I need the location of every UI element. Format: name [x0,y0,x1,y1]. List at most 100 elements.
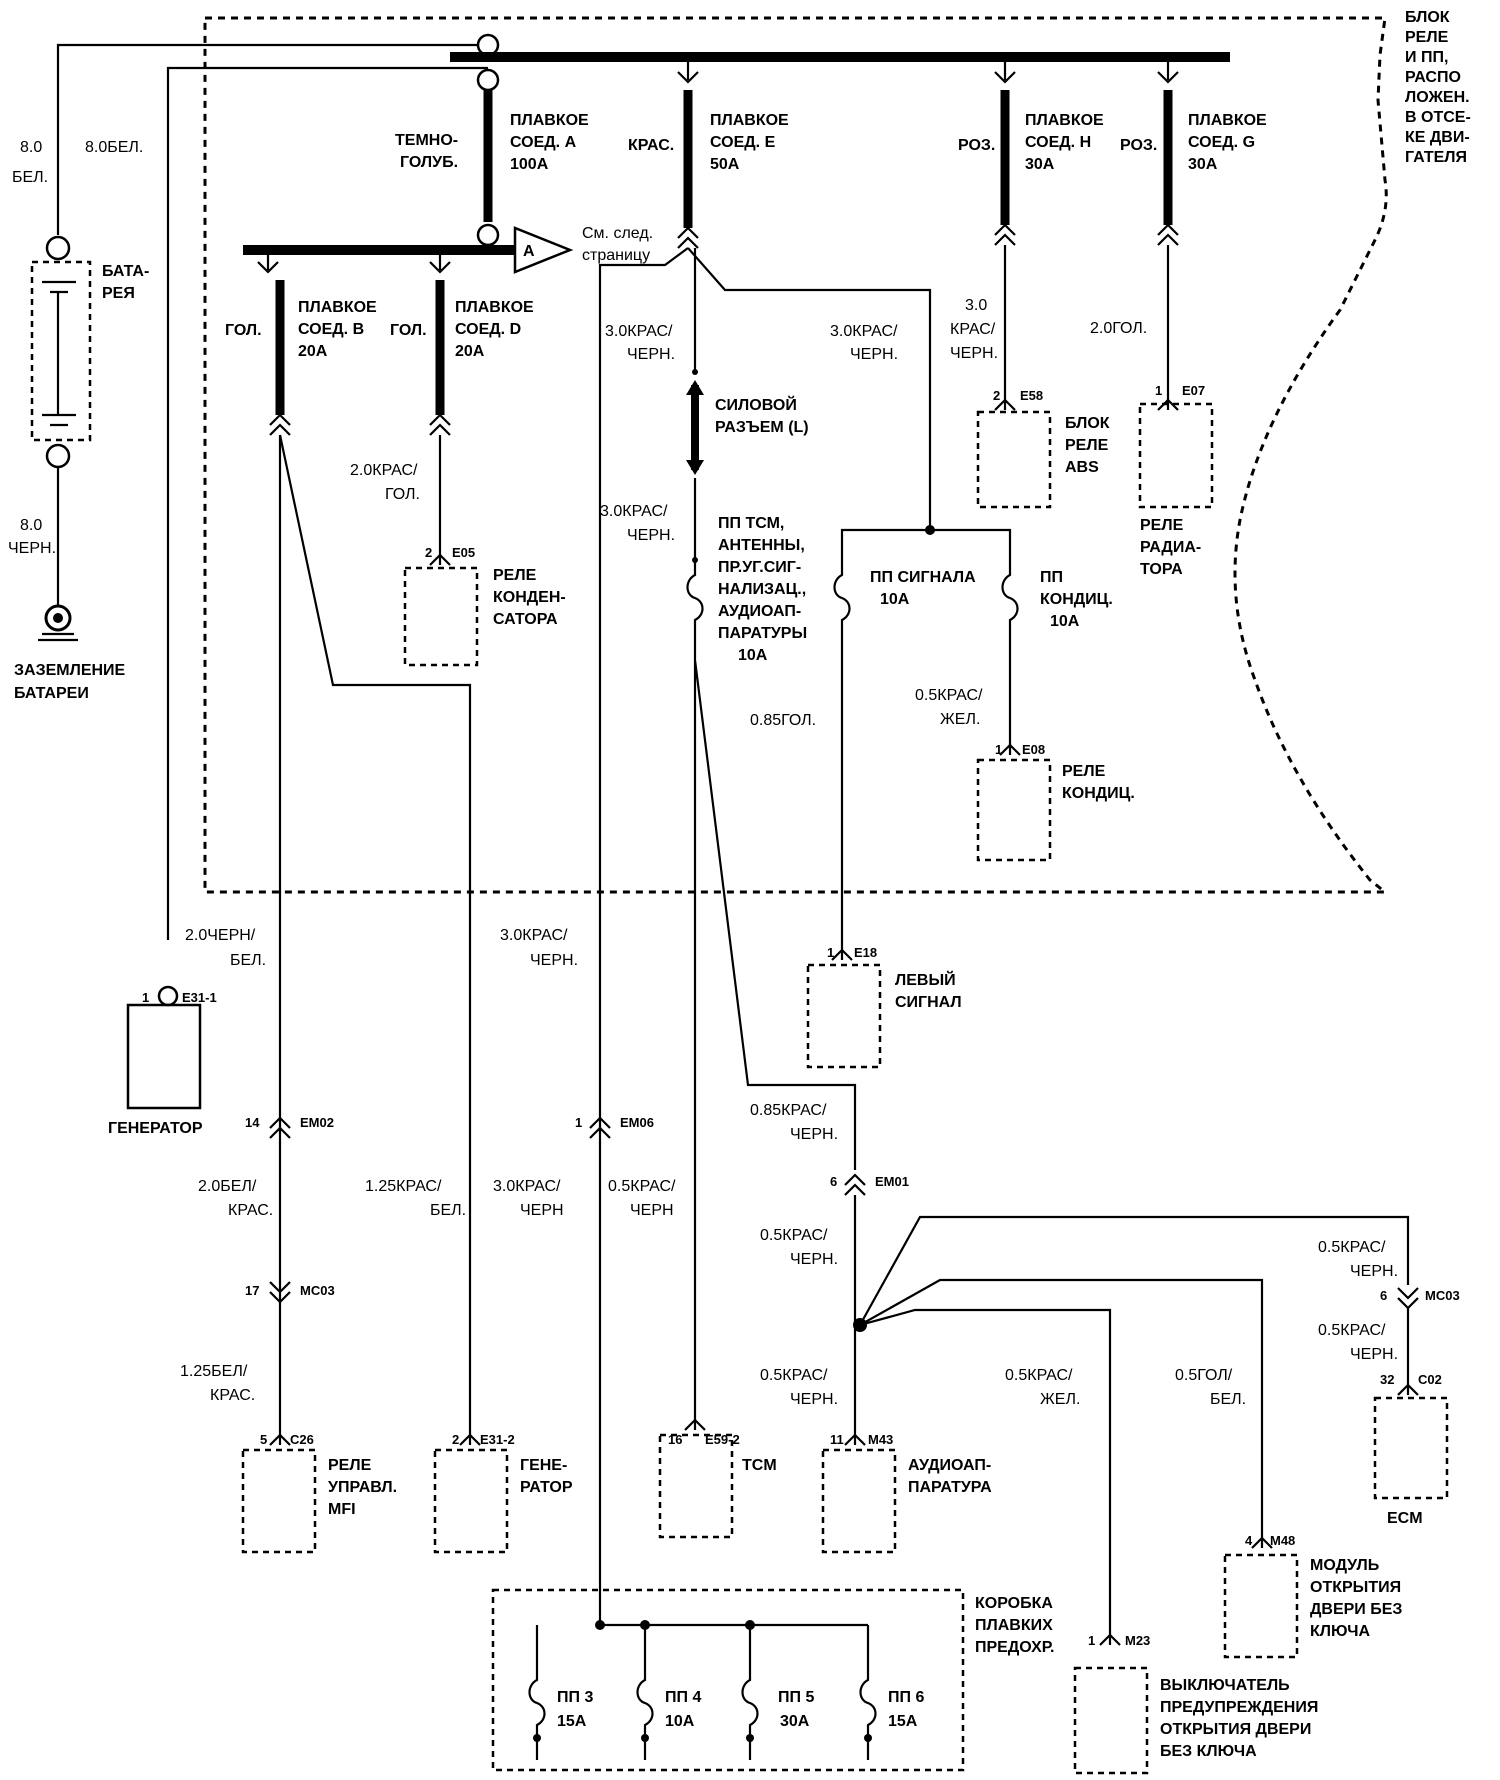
wire-sig-out-label: 0.85ГОЛ. [750,712,816,729]
component-m23 [1073,1633,1149,1775]
fusible-link-e-label: ПЛАВКОЕ СОЕД. Е 50A [710,112,793,173]
e05-pin: 2 [425,545,432,560]
c02-label: ECM [1387,1510,1423,1527]
c26-pin: 5 [260,1432,267,1447]
m43-label: АУДИОАП- ПАРАТУРА [908,1457,996,1496]
fusible-link-d-label: ПЛАВКОЕ СОЕД. D 20A [455,299,538,360]
wire-em02-mc03-label: 2.0БЕЛ/ КРАС. [198,1178,273,1219]
component-m48 [1223,1536,1299,1659]
fusible-link-e-color: КРАС. [628,137,674,154]
m23-code: M23 [1125,1633,1150,1648]
component-e59-2 [658,1418,734,1539]
wire-d-label: 2.0КРАС/ ГОЛ. [350,462,422,503]
wire-b-to-generator [278,434,472,1445]
mc03-right-pin: 6 [1380,1288,1387,1303]
fuse-pp6 [859,1625,877,1760]
fuse-pp4-label: ПП 4 10A [665,1689,706,1730]
wire-m43-label: 0.5КРАС/ ЧЕРН. [760,1367,838,1408]
wire-m23-label: 0.5КРАС/ ЖЕЛ. [1005,1367,1080,1408]
fuse-ac [1001,560,1019,755]
m48-label: МОДУЛЬ ОТКРЫТИЯ ДВЕРИ БЕЗ КЛЮЧА [1310,1557,1407,1640]
e05-code: E05 [452,545,475,560]
m23-label: ВЫКЛЮЧАТЕЛЬ ПРЕДУПРЕЖДЕНИЯ ОТКРЫТИЯ ДВЕР… [1160,1677,1323,1760]
e08-code: E08 [1022,742,1045,757]
wire-em01-splice [853,1195,1410,1645]
em06-pin: 1 [575,1115,582,1130]
e59-2-pin: 16 [668,1432,682,1447]
e07-code: E07 [1182,383,1205,398]
fusible-link-g-color: РОЗ. [1120,137,1157,154]
component-m43 [821,1433,897,1554]
wire-e-left-branch [598,247,689,1545]
wire-tcm-out [693,650,857,1430]
component-e07 [1138,398,1214,509]
c26-label: РЕЛЕ УПРАВЛ. MFI [328,1457,402,1518]
ground-label: ЗАЗЕМЛЕНИЕ БАТАРЕИ [14,662,130,702]
e18-code: E18 [854,945,877,960]
em02-code: EM02 [300,1115,334,1130]
fusible-link-a-label: ПЛАВКОЕ СОЕД. А 100A [510,112,593,173]
fuse-box [491,1588,965,1772]
connector-a-note: См. след. страницу [582,225,658,264]
e07-pin: 1 [1155,383,1162,398]
e07-label: РЕЛЕ РАДИА- ТОРА [1140,517,1206,578]
e31-1-label: ГЕНЕРАТОР [108,1120,203,1137]
fuse-ac-label: ПП КОНДИЦ. 10A [1040,569,1117,630]
wire-signal-branch [840,528,1012,560]
fuse-pp4 [636,1625,654,1760]
e58-label: БЛОК РЕЛЕ ABS [1065,415,1114,476]
wire-m48-label: 0.5ГОЛ/ БЕЛ. [1175,1367,1246,1408]
fusible-link-h-label: ПЛАВКОЕ СОЕД. Н 30A [1025,112,1108,173]
fuse-pp5-label: ПП 5 30A [778,1689,819,1730]
battery-wire-pos: 8.0 БЕЛ. [12,139,48,186]
c02-code: C02 [1418,1372,1442,1387]
relay-box-zone [203,16,1390,894]
e59-2-label: TCM [742,1457,777,1474]
c02-pin: 32 [1380,1372,1394,1387]
em06-code: EM06 [620,1115,654,1130]
em01-pin: 6 [830,1174,837,1189]
wire-left-down-label: 3.0КРАС/ ЧЕРН. [500,927,578,969]
wire-g-label: 2.0ГОЛ. [1090,320,1147,337]
e31-1-code: E31-1 [182,990,217,1005]
e31-2-label: ГЕНЕ- РАТОР [520,1457,573,1496]
wire-e-right-label: 3.0КРАС/ ЧЕРН. [830,323,902,363]
fusible-link-b-color: ГОЛ. [225,322,262,339]
m43-pin: 11 [830,1432,844,1447]
wire-e-left-label: 3.0КРАС/ ЧЕРН. [605,323,677,363]
component-e18 [806,948,882,1069]
e31-2-pin: 2 [452,1432,459,1447]
mc03-right-code: MC03 [1425,1288,1460,1303]
fusible-link-a-color: ТЕМНО- ГОЛУБ. [395,132,463,171]
component-e05 [403,553,479,667]
wire-tcm-in-label: 3.0КРАС/ ЧЕРН. [600,503,675,544]
em01-code: EM01 [875,1174,909,1189]
e18-pin: 1 [827,945,834,960]
em02-pin: 14 [245,1115,260,1130]
m23-pin: 1 [1088,1633,1095,1648]
e59-2-code: E59-2 [705,1432,740,1447]
fuse-pp3 [528,1625,546,1760]
component-e08 [976,743,1052,862]
e31-2-code: E31-2 [480,1432,515,1447]
battery-wire-alt: 8.0БЕЛ. [85,139,143,156]
fuse-pp6-label: ПП 6 15A [888,1689,929,1730]
fusible-link-b-label: ПЛАВКОЕ СОЕД. В 20A [298,299,381,360]
fuse-tcm [686,560,704,650]
wire-mc03-c26-label: 1.25БЕЛ/ КРАС. [180,1363,255,1404]
e05-label: РЕЛЕ КОНДЕН- САТОРА [493,567,570,628]
wire-tcm-down-label: 0.85КРАС/ ЧЕРН. [750,1102,838,1143]
fusible-link-g-label: ПЛАВКОЕ СОЕД. G 30A [1188,112,1271,173]
mc03-left-pin: 17 [245,1283,259,1298]
component-c26 [241,1433,317,1554]
component-e58 [976,398,1052,509]
fuse-box-label: КОРОБКА ПЛАВКИХ ПРЕДОХР. [975,1595,1057,1656]
wire-h-label: 3.0 КРАС/ ЧЕРН. [950,297,1000,362]
mc03-left-code: MC03 [300,1283,335,1298]
power-connector-label: СИЛОВОЙ РАЗЪЕМ (L) [715,395,809,436]
fusible-link-h-color: РОЗ. [958,137,995,154]
e31-1-pin: 1 [142,990,149,1005]
connector-a-letter: A [523,243,535,260]
fuse-tcm-label: ПП ТСМ, АНТЕННЫ, ПР.УГ.СИГ- НАЛИЗАЦ., АУ… [718,515,812,664]
